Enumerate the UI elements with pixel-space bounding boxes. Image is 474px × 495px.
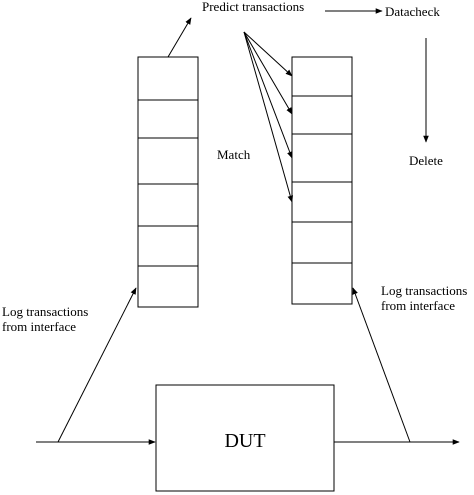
predict-transactions-label: Predict transactions xyxy=(202,0,304,14)
datacheck-label: Datacheck xyxy=(385,4,440,19)
to-predict-arrow xyxy=(167,17,192,58)
predict-fan-arrow xyxy=(243,31,293,159)
predict-fan-arrow xyxy=(243,31,293,203)
log-left-label-line2: from interface xyxy=(2,319,76,334)
log-left-arrow xyxy=(57,287,137,443)
log-left-label-line1: Log transactions xyxy=(2,304,88,319)
log-right-arrow xyxy=(352,287,411,443)
dut-label: DUT xyxy=(224,430,265,452)
match-label: Match xyxy=(217,147,251,162)
left-stack-frame xyxy=(137,56,199,308)
log-right-label-line2: from interface xyxy=(381,298,455,313)
predict-fan-arrow xyxy=(243,31,293,115)
dut-box xyxy=(155,384,335,492)
right-transaction-stack xyxy=(291,56,353,305)
delete-label: Delete xyxy=(409,153,443,168)
right-stack-frame xyxy=(291,56,353,305)
left-transaction-stack xyxy=(137,56,199,308)
log-right-label-line1: Log transactions xyxy=(381,283,467,298)
predict-fan-arrow xyxy=(243,31,293,77)
